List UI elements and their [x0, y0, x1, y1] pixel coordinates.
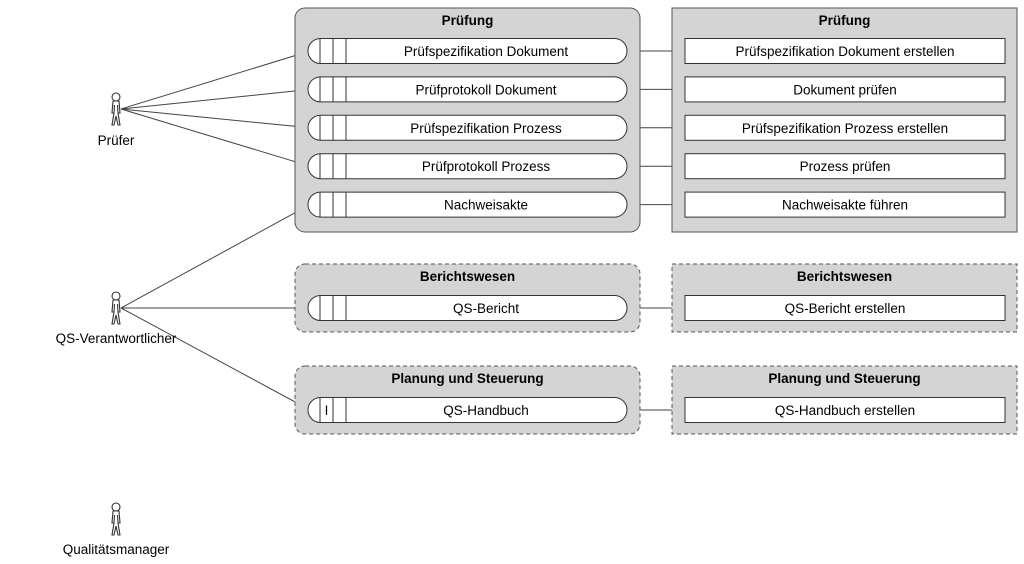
actor-head-icon	[111, 92, 121, 102]
left-group-title: Berichtswesen	[420, 269, 515, 284]
actor-body-icon	[111, 100, 121, 126]
actor-pruefer: Prüfer	[98, 92, 135, 148]
item-pill	[307, 38, 628, 64]
right-item-box	[684, 38, 1006, 64]
item-marker: I	[325, 403, 329, 418]
right-item: Nachweisakte führen	[684, 191, 1006, 218]
right-group-title: Planung und Steuerung	[768, 371, 920, 386]
right-item: Prozess prüfen	[684, 153, 1006, 180]
right-item-box	[684, 114, 1006, 141]
right-item-label: Prüfspezifikation Dokument erstellen	[735, 44, 954, 59]
right-item-box	[684, 295, 1006, 321]
actor-link-line	[120, 204, 311, 309]
right-group-title: Prüfung	[819, 13, 871, 28]
actor-head-icon	[111, 502, 121, 512]
right-item-label: QS-Handbuch erstellen	[775, 403, 915, 418]
item-pill	[307, 153, 628, 180]
right-item-label: QS-Bericht erstellen	[785, 301, 906, 316]
actor-link-line	[120, 108, 311, 167]
item-label: QS-Handbuch	[443, 403, 529, 418]
actors: PrüferQS-VerantwortlicherQualitätsmanage…	[56, 92, 177, 557]
right-item-label: Prozess prüfen	[800, 159, 891, 174]
item-label: Prüfprotokoll Prozess	[422, 159, 551, 174]
item-pill	[307, 76, 628, 103]
actor-head-icon	[111, 291, 121, 301]
right-item: QS-Bericht erstellen	[684, 295, 1006, 321]
right-item-label: Nachweisakte führen	[782, 198, 908, 213]
right-item-label: Prüfspezifikation Prozess erstellen	[742, 121, 948, 136]
right-item-label: Dokument prüfen	[793, 82, 897, 97]
item-pill	[307, 295, 628, 321]
left-item: QS-Bericht	[307, 295, 628, 321]
right-item-box	[684, 153, 1006, 180]
actor-body-icon	[111, 510, 121, 536]
actor-label: Qualitätsmanager	[63, 542, 170, 557]
actor-label: Prüfer	[98, 133, 135, 148]
right-item-box	[684, 191, 1006, 218]
actor-label: QS-Verantwortlicher	[56, 331, 177, 346]
left-item: Prüfprotokoll Dokument	[307, 76, 628, 103]
item-pill	[307, 191, 628, 218]
left-group-title: Planung und Steuerung	[391, 371, 543, 386]
left-group-title: Prüfung	[442, 13, 494, 28]
right-item: Prüfspezifikation Dokument erstellen	[684, 38, 1006, 64]
item-label: QS-Bericht	[453, 301, 519, 316]
item-label: Prüfspezifikation Prozess	[410, 121, 562, 136]
left-item: Prüfspezifikation Prozess	[307, 114, 628, 141]
right-item-box	[684, 397, 1006, 423]
actor-link-line	[120, 88, 311, 110]
right-item-box	[684, 76, 1006, 103]
left-item: I QS-Handbuch	[307, 397, 628, 423]
right-group-title: Berichtswesen	[797, 269, 892, 284]
item-label: Prüfprotokoll Dokument	[415, 82, 556, 97]
actor-link-line	[120, 307, 311, 411]
actor-body-icon	[111, 299, 121, 325]
actor-link-line	[120, 108, 311, 129]
actor-qs: QS-Verantwortlicher	[56, 291, 177, 346]
left-item: Prüfspezifikation Dokument	[307, 38, 628, 64]
item-label: Nachweisakte	[444, 198, 528, 213]
item-label: Prüfspezifikation Dokument	[404, 44, 569, 59]
right-item: QS-Handbuch erstellen	[684, 397, 1006, 423]
left-item: Prüfprotokoll Prozess	[307, 153, 628, 180]
item-pill	[307, 397, 628, 423]
item-pill	[307, 114, 628, 141]
right-item: Prüfspezifikation Prozess erstellen	[684, 114, 1006, 141]
left-item: Nachweisakte	[307, 191, 628, 218]
actor-link-line	[120, 50, 311, 110]
right-item: Dokument prüfen	[684, 76, 1006, 103]
actor-qm: Qualitätsmanager	[63, 502, 170, 557]
